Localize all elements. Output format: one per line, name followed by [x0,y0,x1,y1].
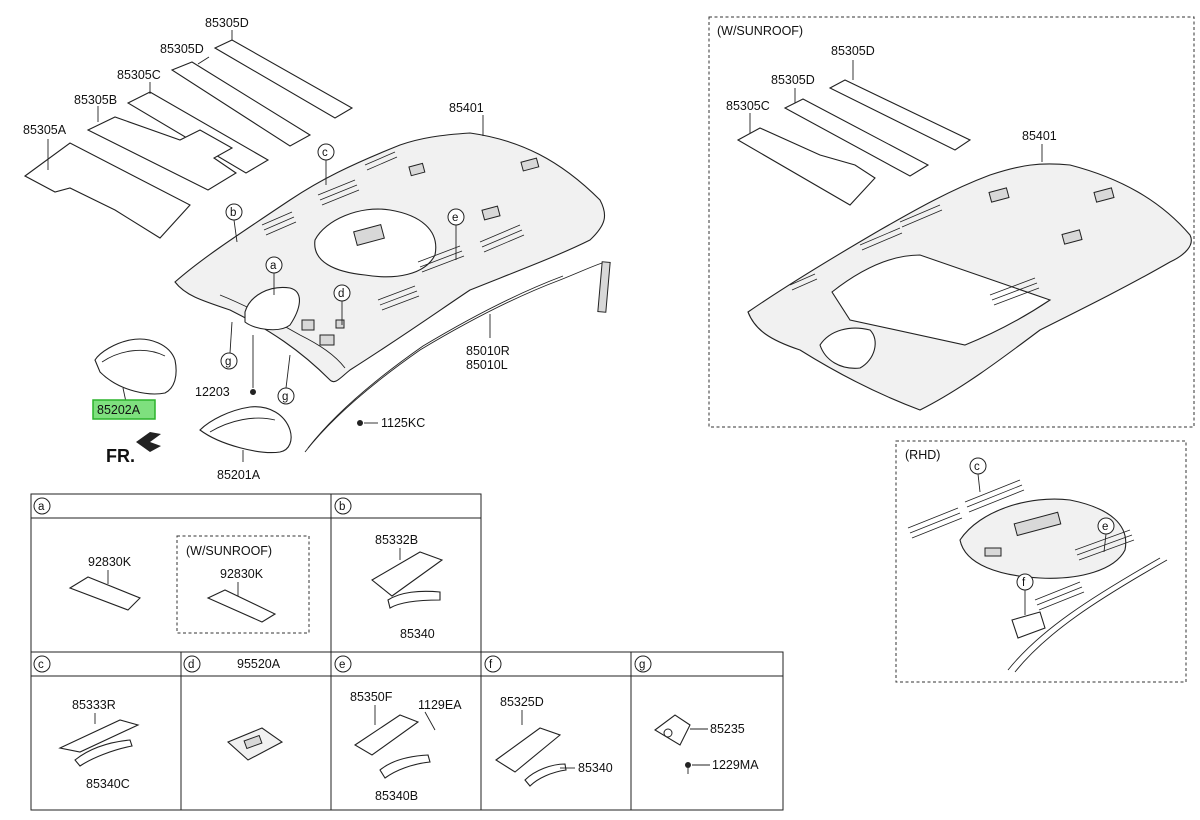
sunroof-label-85305D-b: 85305D [771,73,815,87]
pad-85305D-top[interactable] [213,30,354,119]
label-12203: 12203 [195,385,230,399]
detail-a-part2: 92830K [220,567,264,581]
curtain-airbag-85010[interactable] [304,261,611,453]
sunroof-label-85401: 85401 [1022,129,1057,143]
label-85305B: 85305B [74,93,117,107]
label-85202A: 85202A [97,403,141,417]
rhd-callout-c: c [969,457,987,493]
detail-b-letter: b [339,501,345,513]
label-85305D-top: 85305D [205,16,249,30]
sunroof-pad-85305C[interactable] [736,113,876,206]
detail-c-part2: 85340C [86,777,130,791]
svg-text:d: d [338,288,344,300]
detail-c-letter: c [38,659,44,671]
svg-text:g: g [282,391,288,403]
label-1125KC: 1125KC [381,416,425,430]
detail-b-part2: 85340 [400,627,435,641]
label-85202A-highlight[interactable] [92,399,156,420]
detail-f-part2: 85340 [578,761,613,775]
svg-text:g: g [225,356,231,368]
svg-text:a: a [270,260,277,272]
svg-text:c: c [974,461,980,473]
label-85305D-second: 85305D [160,42,204,56]
detail-f-part1: 85325D [500,695,544,709]
detail-a[interactable]: a 92830K (W/SUNROOF) 92830K [30,493,332,653]
detail-d-letter: d [188,659,194,671]
label-85010L: 85010L [466,358,508,372]
sunvisor-85202A[interactable] [94,338,177,403]
svg-text:e: e [1102,521,1108,533]
svg-text:c: c [322,147,328,159]
rhd-callout-e: e [1097,517,1115,553]
front-label: FR. [106,446,135,466]
sunroof-variant-box [708,16,1195,428]
detail-e-letter: e [339,659,345,671]
label-85010R: 85010R [466,344,510,358]
pad-85305A[interactable] [23,139,191,239]
detail-c[interactable]: c 85333R 85340C [30,651,182,811]
pad-85305B[interactable] [86,106,238,191]
detail-e[interactable]: e 85350F 1129EA 85340B [330,651,482,811]
svg-text:e: e [452,212,458,224]
callout-b-main: b [225,203,243,243]
callout-a-main: a [265,256,283,295]
sunroof-headliner-85401[interactable] [747,163,1192,411]
detail-d[interactable]: d 95520A [180,651,332,811]
sunroof-variant-title: (W/SUNROOF) [717,24,803,38]
detail-g-part1: 85235 [710,722,745,736]
rhd-variant-box [895,440,1187,683]
detail-b-part1: 85332B [375,533,418,547]
detail-g[interactable]: g 85235 1229MA [630,651,784,811]
label-85401: 85401 [449,101,484,115]
detail-a-subtitle: (W/SUNROOF) [186,544,272,558]
detail-c-part1: 85333R [72,698,116,712]
detail-e-part2: 1129EA [418,698,462,712]
sunroof-label-85305C: 85305C [726,99,770,113]
detail-e-part3: 85340B [375,789,418,803]
svg-text:b: b [230,207,236,219]
detail-b[interactable]: b 85332B 85340 [330,493,482,653]
detail-e-part1: 85350F [350,690,393,704]
callout-c-main: c [317,143,335,185]
callout-g1-main: g [220,321,238,370]
callout-d-main: d [333,284,351,325]
rhd-variant-title: (RHD) [905,448,940,462]
sunroof-pad-85305D-b[interactable] [783,88,930,177]
front-arrow-icon [136,432,161,452]
rhd-callout-f: f [1016,573,1034,615]
screw-1125KC[interactable] [357,420,378,426]
pad-85305D-second[interactable] [170,56,312,147]
detail-a-letter: a [38,501,45,513]
detail-f-letter: f [489,659,493,671]
label-85305A: 85305A [23,123,67,137]
rhd-headliner-section[interactable] [907,479,1168,673]
callout-e-main: e [447,208,465,260]
detail-d-part1: 95520A [237,657,281,671]
sunroof-pad-85305D-a[interactable] [828,60,972,151]
sunroof-label-85305D-a: 85305D [831,44,875,58]
detail-g-letter: g [639,659,645,671]
detail-g-part2: 1229MA [712,758,759,772]
label-85305C: 85305C [117,68,161,82]
headliner-85401[interactable] [174,132,606,383]
svg-text:f: f [1022,577,1026,589]
detail-a-part1: 92830K [88,555,132,569]
detail-f[interactable]: f 85325D 85340 [480,651,632,811]
sunvisor-85201A[interactable] [199,406,292,462]
callout-g2-main: g [277,354,295,405]
label-85201A: 85201A [217,468,261,482]
screw-12203[interactable] [250,335,256,395]
